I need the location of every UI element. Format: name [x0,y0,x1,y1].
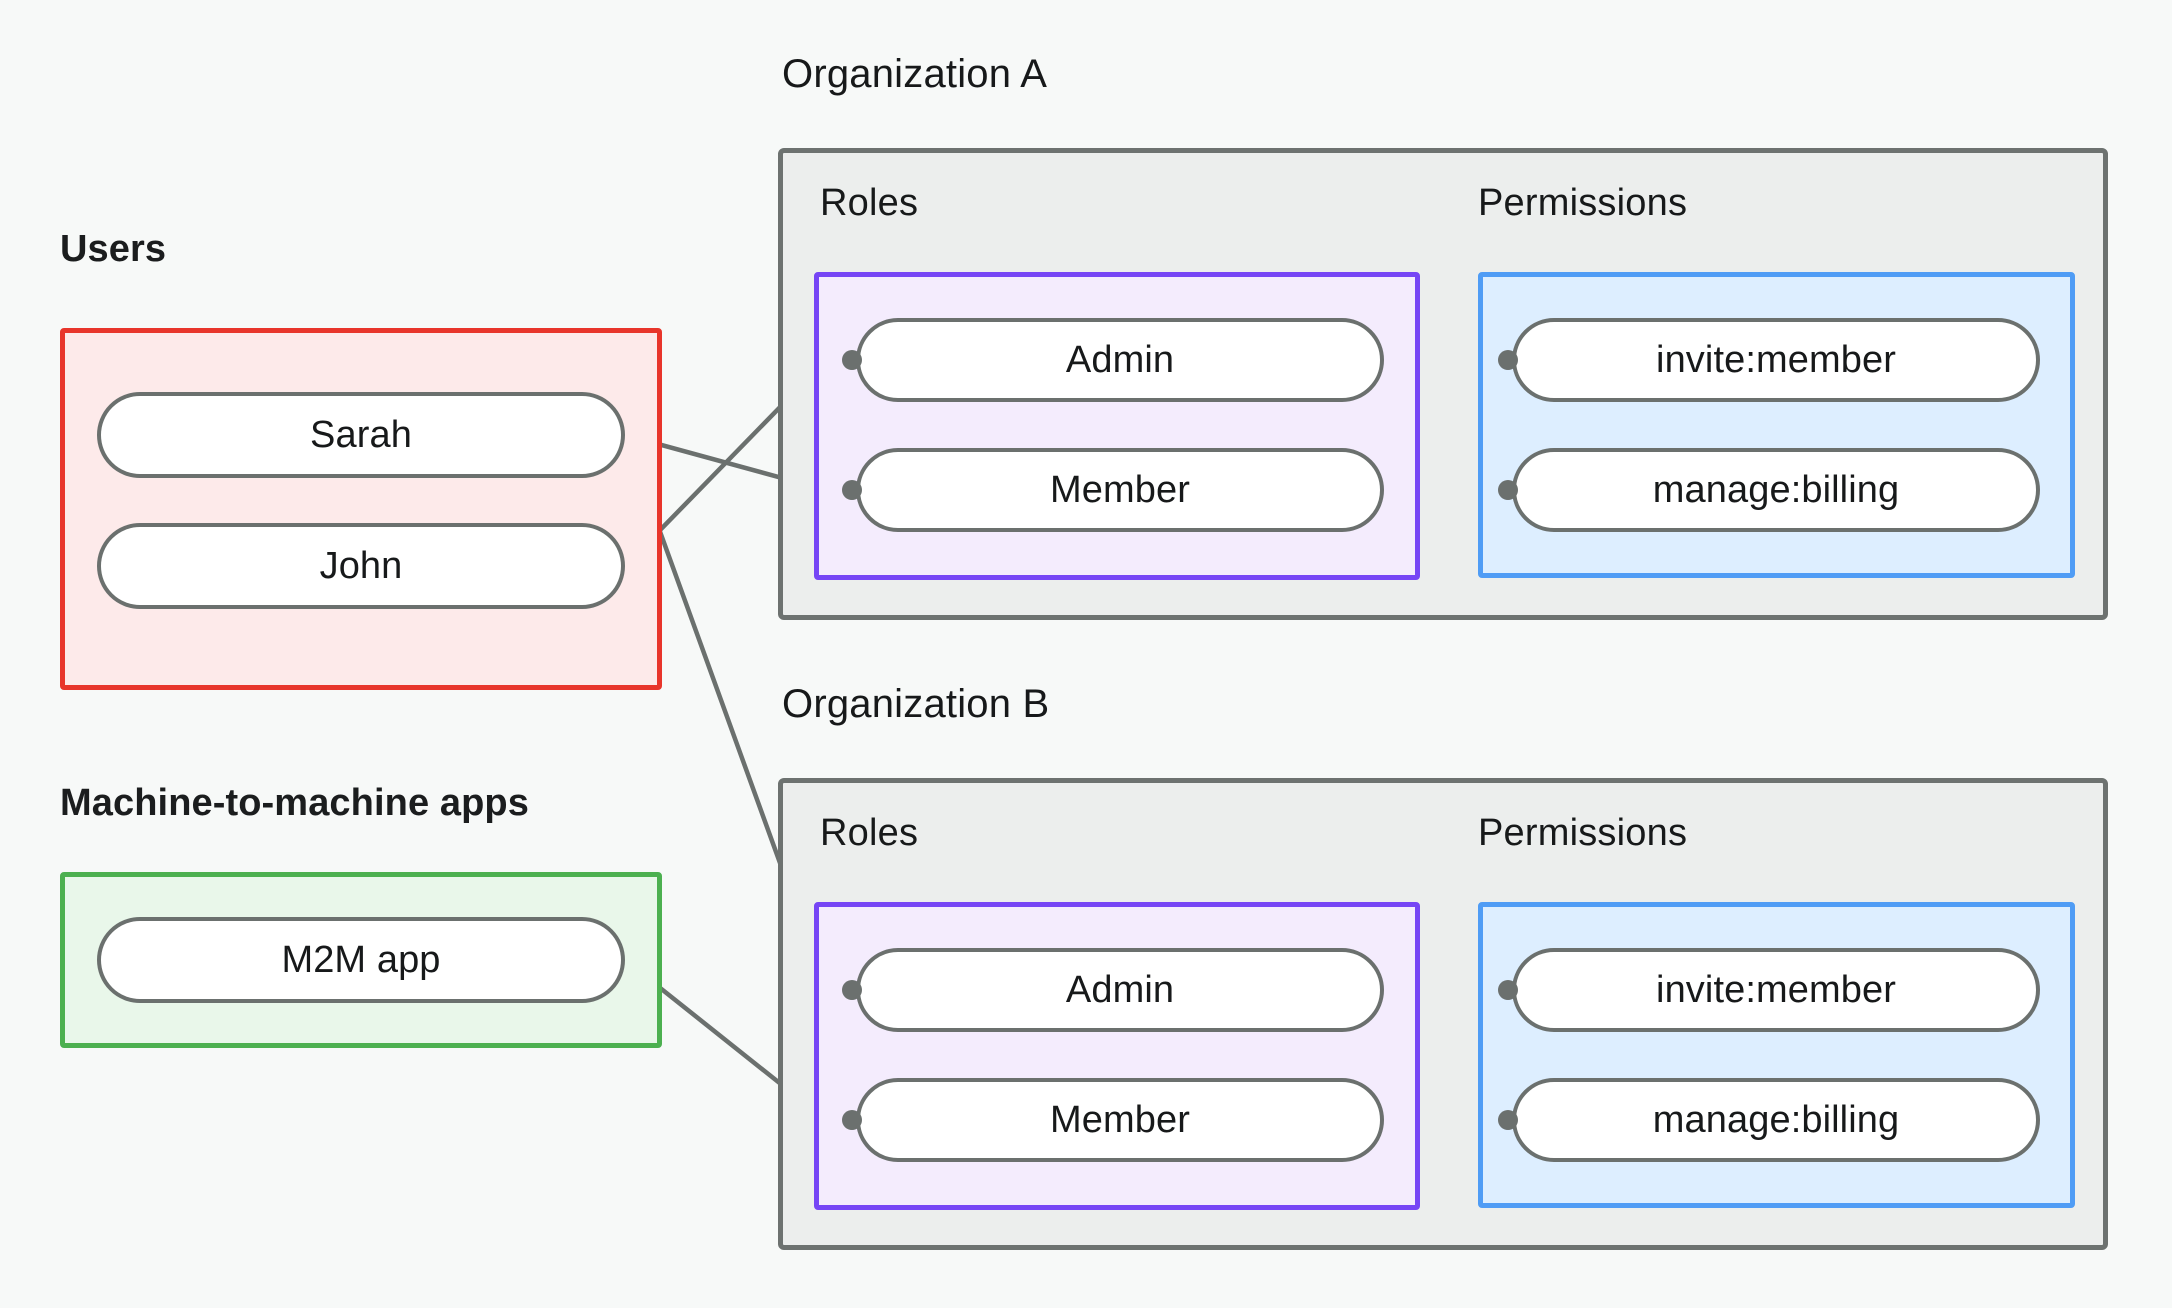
port-org-b-billing-in [1498,1110,1518,1130]
users-container [60,328,662,690]
node-org-a-admin[interactable]: Admin [856,318,1384,402]
node-sarah[interactable]: Sarah [97,392,625,478]
org-a-permissions-label: Permissions [1478,182,1688,224]
node-org-b-manage-billing[interactable]: manage:billing [1512,1078,2040,1162]
org-b-roles-label: Roles [820,812,919,854]
node-john[interactable]: John [97,523,625,609]
port-org-a-member-in [842,480,862,500]
m2m-group-label: Machine-to-machine apps [60,782,529,824]
port-org-b-member-in [842,1110,862,1130]
node-org-b-member[interactable]: Member [856,1078,1384,1162]
port-org-a-billing-in [1498,480,1518,500]
org-b-permissions-label: Permissions [1478,812,1688,854]
port-org-a-invite-in [1498,350,1518,370]
node-org-b-invite-member[interactable]: invite:member [1512,948,2040,1032]
node-org-a-manage-billing[interactable]: manage:billing [1512,448,2040,532]
node-org-a-invite-member[interactable]: invite:member [1512,318,2040,402]
node-m2m-app[interactable]: M2M app [97,917,625,1003]
org-b-label: Organization B [782,682,1050,726]
node-org-a-member[interactable]: Member [856,448,1384,532]
org-a-label: Organization A [782,52,1048,96]
port-org-b-admin-in [842,980,862,1000]
port-org-a-admin-in [842,350,862,370]
port-org-b-invite-in [1498,980,1518,1000]
users-group-label: Users [60,228,167,270]
org-a-roles-label: Roles [820,182,919,224]
node-org-b-admin[interactable]: Admin [856,948,1384,1032]
